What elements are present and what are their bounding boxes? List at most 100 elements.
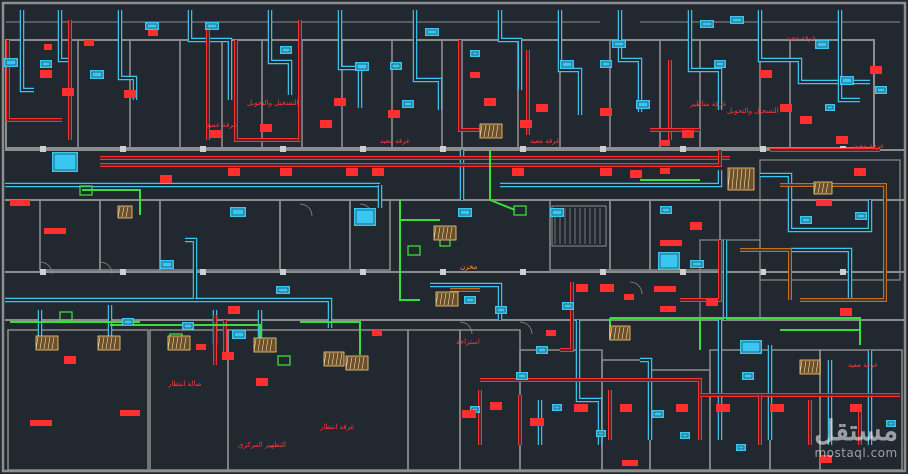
ac-unit-hatch [175, 336, 179, 350]
diffuser-grid [737, 445, 745, 450]
ac-unit-hatch [257, 338, 261, 352]
ac-unit-hatch [43, 336, 47, 350]
return-duct-inner [480, 379, 701, 440]
supply-diffuser [402, 100, 414, 108]
return-grille [600, 284, 614, 292]
return-grille [620, 404, 632, 412]
room-wall [699, 239, 761, 321]
return-grille [210, 130, 222, 138]
ac-unit-hatch [121, 206, 125, 218]
return-grille [44, 44, 52, 50]
ac-unit-hatch [323, 352, 327, 366]
return-grille [62, 88, 74, 96]
diffuser-grid [496, 307, 506, 313]
return-grille [624, 294, 634, 300]
room-label: غرفة معيد [854, 142, 884, 150]
supply-duct-inner [640, 358, 652, 440]
fresh-air-duct-inner [780, 184, 886, 301]
ac-unit-hatch [441, 226, 445, 240]
supply-diffuser [886, 420, 896, 427]
ac-unit-hatch [727, 168, 731, 190]
diffuser-grid [517, 373, 527, 379]
ac-unit-hatch [731, 168, 735, 190]
ac-unit-hatch [735, 168, 739, 190]
diffuser-grid [563, 303, 573, 309]
return-grille [836, 136, 848, 144]
diffuser-grid [841, 77, 853, 84]
ac-unit-hatch [451, 292, 455, 306]
watermark-logo: مستقل [814, 414, 898, 447]
diffuser-grid [426, 29, 438, 35]
ac-unit [117, 205, 133, 219]
exhaust-grille [59, 311, 73, 322]
ac-unit [479, 123, 503, 139]
ac-unit-hatch [339, 352, 343, 366]
return-grille [30, 420, 52, 426]
column [440, 146, 446, 152]
return-grille [64, 356, 76, 364]
ac-unit-hatch [253, 338, 257, 352]
supply-diffuser [390, 62, 402, 70]
diffuser-grid [715, 61, 725, 67]
diffuser-grille-layer [4, 16, 896, 466]
ac-unit-hatch [613, 326, 617, 340]
ac-unit-hatch [97, 336, 101, 350]
return-grille [484, 98, 496, 106]
ac-unit-hatch [821, 182, 825, 194]
ac-unit-hatch [183, 336, 187, 350]
ac-unit-hatch [265, 338, 269, 352]
ac-unit-hatch [609, 326, 613, 340]
supply-diffuser [40, 60, 52, 68]
ac-unit [253, 337, 277, 353]
supply-diffuser [740, 340, 762, 354]
ac-unit-hatch [625, 326, 629, 340]
room-wall [459, 329, 521, 471]
supply-duct-inner [58, 10, 70, 62]
ac-unit [345, 355, 369, 371]
exhaust-grille [407, 245, 421, 256]
supply-diffuser [182, 322, 194, 330]
diffuser-grid [391, 63, 401, 69]
supply-diffuser [700, 20, 714, 28]
return-grille [850, 404, 862, 412]
supply-diffuser [458, 208, 472, 217]
supply-diffuser [232, 330, 246, 339]
return-grille [800, 116, 812, 124]
diffuser-grid [465, 297, 475, 303]
column [280, 269, 286, 275]
return-grille [840, 308, 852, 316]
supply-duct [337, 10, 363, 108]
diffuser-grid [801, 217, 811, 223]
diffuser-grid [856, 213, 866, 219]
supply-diffuser [536, 346, 548, 354]
return-duct-inner [235, 40, 300, 141]
ac-unit-hatch [443, 292, 447, 306]
return-grille [622, 460, 638, 466]
exhaust-grille [277, 355, 291, 366]
supply-diffuser [230, 207, 246, 217]
room-label: التسجيل والتحويل [247, 99, 299, 107]
supply-duct-inner [758, 10, 870, 84]
column [760, 146, 766, 152]
return-grille [660, 140, 670, 146]
column [520, 146, 526, 152]
ac-unit [609, 325, 631, 341]
supply-diffuser [516, 372, 528, 380]
column [440, 269, 446, 275]
return-grille [334, 98, 346, 106]
supply-diffuser [730, 16, 744, 24]
diffuser-grid [681, 433, 689, 438]
diffuser-grid [53, 153, 77, 171]
column [40, 146, 46, 152]
ac-unit-hatch [491, 124, 495, 138]
return-grille [690, 222, 702, 230]
return-grille [546, 330, 556, 336]
door-swing [99, 261, 113, 275]
supply-duct-inner [268, 10, 292, 95]
column [600, 146, 606, 152]
ac-unit-hatch [811, 360, 815, 374]
room-label: غرفة مناظير [690, 100, 727, 108]
supply-diffuser [122, 318, 134, 326]
supply-duct-inner [576, 320, 602, 445]
